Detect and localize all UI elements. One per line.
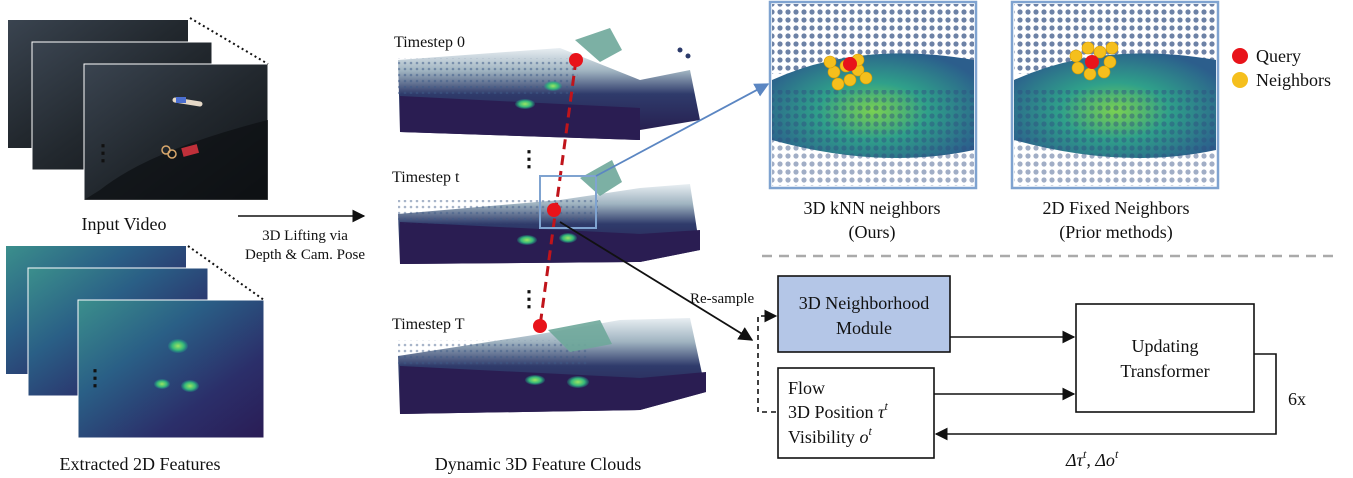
updating-transformer-box [1075, 303, 1255, 413]
zoom-region [539, 175, 597, 229]
timestep-label-t: Timestep t [392, 169, 460, 186]
delta-label: Δτt, Δot [1065, 447, 1119, 470]
knn-panel [768, 0, 978, 190]
lifting-label-line1: 3D Lifting via [262, 228, 348, 244]
query-point-T [533, 319, 547, 333]
knn-caption: 3D kNN neighbors [804, 198, 941, 218]
resample-arrow [559, 221, 754, 341]
svg-text:⋮: ⋮ [518, 286, 540, 311]
state-flow: Flow [788, 378, 825, 398]
query-track [538, 59, 578, 327]
extracted-features-stack: ⋮ [6, 245, 265, 439]
feature-cloud-T [398, 318, 706, 414]
zoom-arrow [595, 83, 770, 177]
input-video-stack: ⋮ [8, 17, 269, 201]
svg-text:⋮: ⋮ [84, 365, 106, 390]
state-visibility: Visibility ot [788, 424, 872, 447]
feature-cloud-0 [398, 28, 700, 140]
transformer-line1: Updating [1132, 336, 1199, 356]
svg-text:⋮: ⋮ [92, 140, 114, 165]
lifting-label-line2: Depth & Cam. Pose [245, 247, 365, 263]
update-loop-arrow [934, 353, 1277, 441]
query-point-t [547, 203, 561, 217]
transformer-line2: Transformer [1120, 361, 1209, 381]
extracted-features-caption: Extracted 2D Features [60, 454, 221, 474]
legend-query-swatch [1232, 48, 1248, 64]
input-video-caption: Input Video [81, 214, 166, 234]
state-box [777, 367, 935, 459]
timestep-label-0: Timestep 0 [394, 34, 465, 51]
iterations-label: 6x [1288, 389, 1306, 409]
neighborhood-module-line2: Module [836, 318, 892, 338]
knn-subcaption: (Ours) [849, 222, 896, 243]
svg-text:⋮: ⋮ [518, 146, 540, 171]
object-box [181, 144, 200, 157]
neighborhood-module-line1: 3D Neighborhood [799, 293, 929, 313]
fixed-caption: 2D Fixed Neighbors [1043, 198, 1190, 218]
fixed-panel [1010, 0, 1220, 190]
legend: Query Neighbors [1232, 46, 1331, 90]
resample-label: Re-sample [690, 291, 754, 307]
legend-query-label: Query [1256, 46, 1301, 66]
neighborhood-module-box [777, 275, 951, 353]
feature-map-front [77, 299, 265, 439]
clouds-caption: Dynamic 3D Feature Clouds [435, 454, 641, 474]
state-position: 3D Position τt [788, 399, 888, 422]
legend-neighbors-label: Neighbors [1256, 70, 1331, 90]
fixed-subcaption: (Prior methods) [1059, 222, 1172, 243]
resample-dashed-arrow [757, 309, 778, 413]
legend-neighbors-swatch [1232, 72, 1248, 88]
timestep-label-T: Timestep T [392, 316, 465, 333]
query-point-0 [569, 53, 583, 67]
